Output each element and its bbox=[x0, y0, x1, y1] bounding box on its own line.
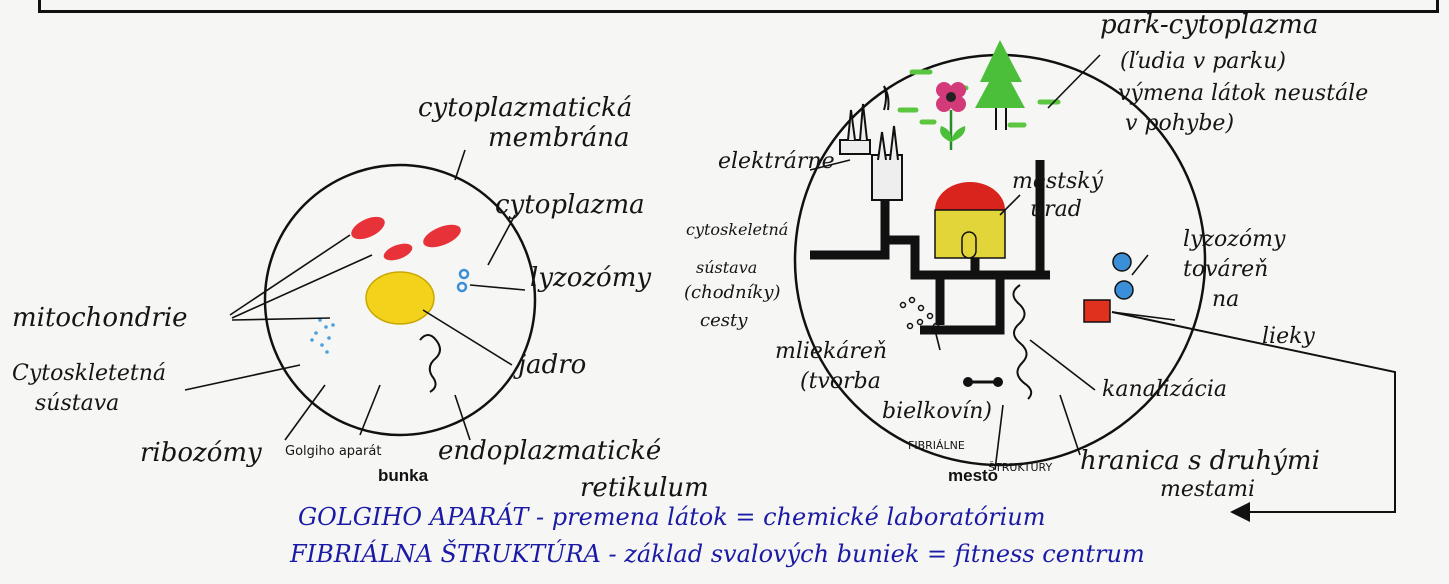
tree-bottom bbox=[975, 62, 1025, 108]
cell-membrane-outline bbox=[263, 163, 537, 437]
label-park-3: výmena látok neustále bbox=[1118, 81, 1369, 106]
label-border-2: mestami bbox=[1160, 477, 1256, 502]
pharma-factory bbox=[1083, 299, 1111, 323]
nucleus bbox=[365, 271, 435, 325]
label-park-4: v pohybe) bbox=[1125, 111, 1235, 136]
dairy-dots bbox=[899, 296, 940, 330]
city-leaders bbox=[809, 54, 1176, 471]
flower bbox=[936, 82, 966, 150]
label-park-1: park-cytoplazma bbox=[1100, 10, 1319, 40]
lysosome-1 bbox=[458, 268, 470, 280]
townhall-door bbox=[961, 231, 977, 259]
label-membrane-1: cytoplazmatická bbox=[418, 93, 633, 123]
label-cytoskeleton-1: Cytoskletetná bbox=[12, 361, 167, 386]
factory-arrow bbox=[1111, 311, 1396, 522]
tree-trunk bbox=[995, 108, 1007, 130]
label-factory-1: továreň bbox=[1183, 257, 1269, 282]
label-park-2: (ľudia v parku) bbox=[1120, 49, 1287, 74]
label-city-lysosomes: lyzozómy bbox=[1183, 227, 1286, 252]
label-golgi: Golgiho aparát bbox=[285, 444, 382, 459]
label-sidewalks-4: cesty bbox=[700, 310, 748, 331]
mitochondrion-2 bbox=[423, 224, 461, 248]
tree-top bbox=[980, 40, 1022, 82]
park-grass bbox=[897, 69, 1061, 128]
cell-leaders bbox=[184, 149, 526, 441]
label-sidewalks-3: (chodníky) bbox=[684, 282, 781, 303]
lysosome-2 bbox=[456, 281, 468, 293]
label-cell-lysosomes: lyzozómy bbox=[530, 263, 652, 293]
er-squiggle bbox=[419, 334, 441, 393]
note-fibrilar: FIBRIÁLNA ŠTRUKTÚRA - základ svalových b… bbox=[290, 540, 1145, 568]
label-er-2: retikulum bbox=[580, 473, 709, 503]
sewer-squiggle bbox=[1012, 284, 1033, 400]
label-factory-2: na bbox=[1212, 287, 1240, 312]
city-lysosome-1 bbox=[1112, 252, 1132, 272]
label-cytoskeleton-2: sústava bbox=[35, 391, 120, 416]
label-nucleus: jadro bbox=[518, 350, 587, 380]
label-townhall-1: mestský bbox=[1012, 169, 1104, 194]
roads bbox=[810, 160, 1050, 335]
label-er-1: endoplazmatické bbox=[438, 436, 662, 466]
townhall-roof bbox=[935, 182, 1005, 210]
city-lysosome-2 bbox=[1114, 280, 1134, 300]
label-fibrilar-1: FIBRIÁLNE bbox=[908, 439, 965, 452]
power-plant bbox=[839, 85, 903, 201]
label-fibrilar-2: ŠTRUKTÚRY bbox=[988, 461, 1053, 474]
label-dairy-1: mliekáreň bbox=[775, 339, 888, 364]
label-power: elektrárne bbox=[718, 149, 835, 174]
mitochondrion-1 bbox=[351, 216, 385, 240]
note-golgi: GOLGIHO APARÁT - premena látok = chemick… bbox=[298, 503, 1046, 531]
label-cytoplasm: cytoplazma bbox=[495, 190, 645, 220]
label-dairy-3: bielkovín) bbox=[882, 399, 992, 424]
ribosome-dots bbox=[310, 318, 335, 354]
label-ribosomes: ribozómy bbox=[140, 438, 262, 468]
label-membrane-2: membrána bbox=[488, 123, 630, 153]
cell-caption: bunka bbox=[378, 466, 429, 485]
fibrilar-dumbbell bbox=[963, 377, 1003, 387]
label-sewer: kanalizácia bbox=[1102, 377, 1227, 402]
label-townhall-2: úrad bbox=[1030, 197, 1082, 222]
mitochondrion-3 bbox=[383, 243, 413, 261]
label-mitochondria: mitochondrie bbox=[12, 303, 188, 333]
label-factory-3: lieky bbox=[1262, 324, 1315, 349]
label-dairy-2: (tvorba bbox=[800, 369, 881, 394]
label-sidewalks-2: sústava bbox=[696, 258, 758, 277]
label-sidewalks-1: cytoskeletná bbox=[686, 220, 789, 239]
city-caption: mesto bbox=[948, 466, 999, 485]
top-frame bbox=[38, 0, 1439, 13]
label-border-1: hranica s druhými bbox=[1080, 446, 1320, 476]
